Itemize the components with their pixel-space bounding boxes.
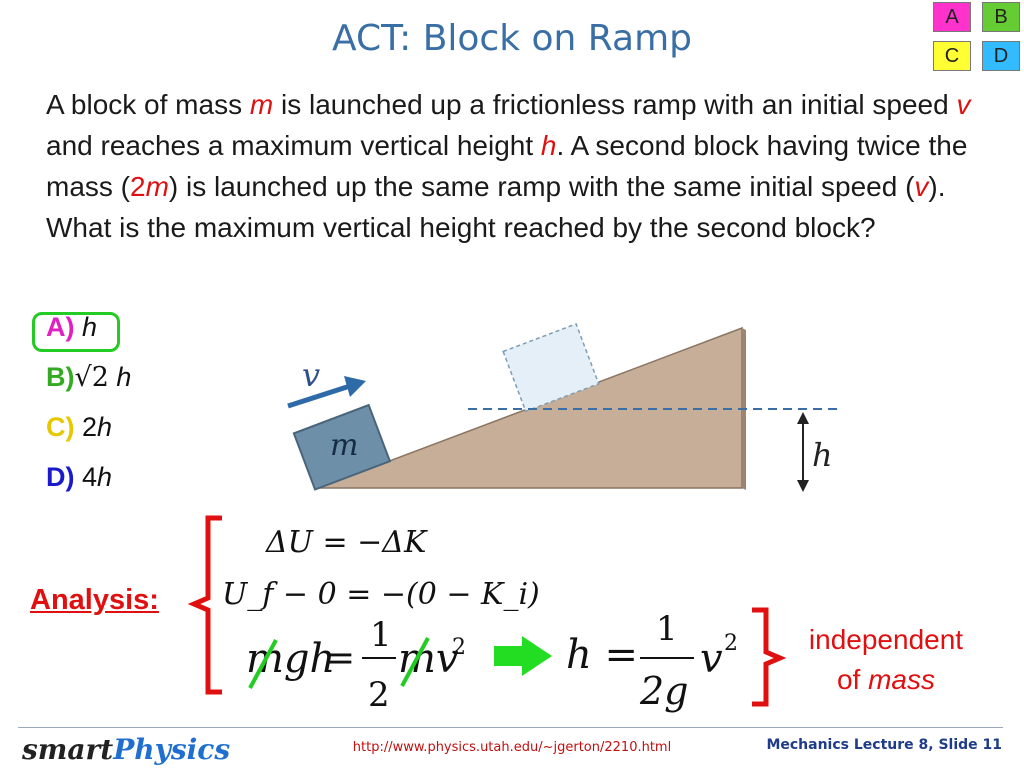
choice-d[interactable]: D) 4h bbox=[46, 462, 113, 492]
choice-c[interactable]: C) 2h bbox=[46, 412, 113, 442]
answer-box-d[interactable]: D bbox=[982, 41, 1020, 71]
equation-half-denominator: 2 bbox=[368, 675, 390, 715]
answer-box-b[interactable]: B bbox=[982, 2, 1020, 32]
slide-number: Mechanics Lecture 8, Slide 11 bbox=[766, 737, 1002, 753]
result-lhs: h = bbox=[566, 632, 638, 678]
equation-mgh-lhs: mgh bbox=[246, 636, 335, 682]
right-brace bbox=[752, 607, 787, 707]
equation-equals: = bbox=[325, 638, 355, 679]
mass-label: m bbox=[330, 428, 358, 463]
block-at-max-height bbox=[502, 322, 600, 413]
equation-half-numerator: 1 bbox=[370, 615, 392, 655]
result-velocity: v bbox=[700, 636, 723, 682]
height-label: h bbox=[812, 436, 833, 474]
velocity-label: v bbox=[302, 356, 320, 394]
question-text: A block of mass m is launched up a frict… bbox=[46, 89, 971, 243]
result-numerator: 1 bbox=[656, 609, 678, 649]
cancel-mark-left bbox=[248, 639, 278, 689]
equation-energy-change: ΔU = −ΔK bbox=[265, 525, 428, 560]
footer-divider bbox=[18, 727, 1003, 728]
independent-of-mass-note: independent of mass bbox=[808, 624, 964, 695]
block-m bbox=[292, 403, 392, 491]
smartphysics-logo: smartPhysics bbox=[22, 733, 231, 766]
analysis-label: Analysis: bbox=[30, 584, 159, 616]
course-url[interactable]: http://www.physics.utah.edu/~jgerton/221… bbox=[352, 740, 672, 755]
cancel-mark-right bbox=[400, 637, 430, 687]
implies-arrow-head bbox=[522, 636, 552, 676]
result-denominator: 2g bbox=[639, 669, 689, 713]
slide-title: ACT: Block on Ramp bbox=[331, 18, 693, 59]
equation-final-initial: U_f − 0 = −(0 − K_i) bbox=[222, 577, 540, 612]
choice-b[interactable]: B)√2 h bbox=[46, 362, 132, 393]
left-brace bbox=[187, 515, 222, 695]
implies-arrow-shaft bbox=[494, 646, 524, 666]
velocity-arrow bbox=[287, 383, 351, 409]
answer-box-c[interactable]: C bbox=[933, 41, 971, 71]
choice-a[interactable]: A) h bbox=[46, 312, 98, 342]
equation-exponent: 2 bbox=[452, 635, 466, 660]
answer-box-a[interactable]: A bbox=[933, 2, 971, 32]
result-exponent: 2 bbox=[724, 631, 738, 656]
correct-answer-highlight bbox=[32, 312, 120, 352]
